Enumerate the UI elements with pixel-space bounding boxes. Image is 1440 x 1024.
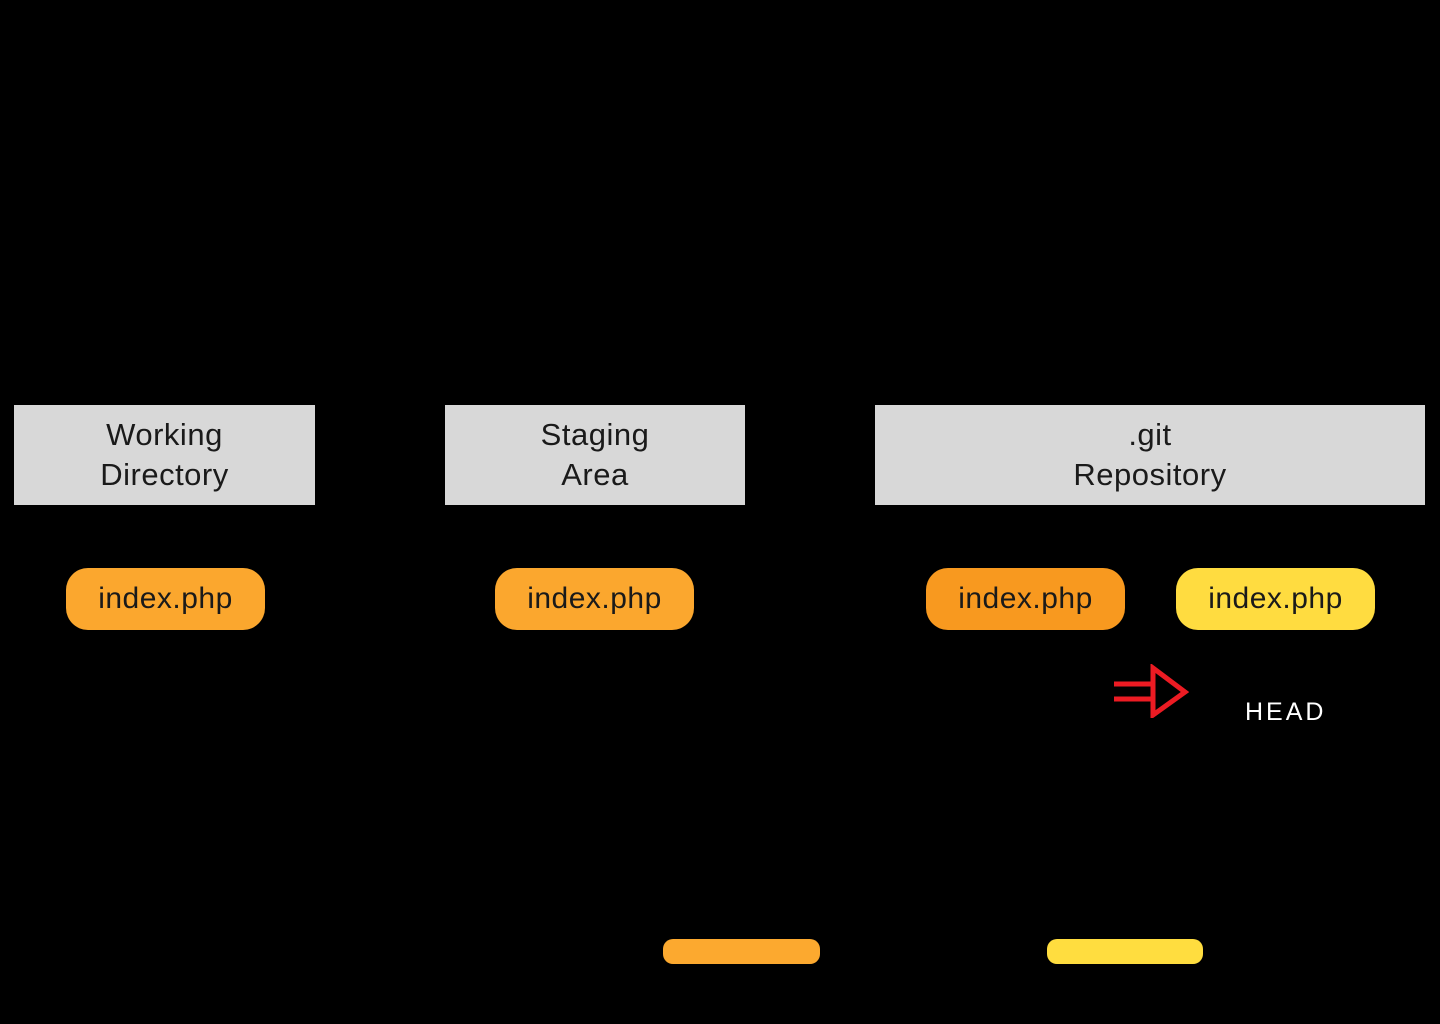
- section-title-line: Working: [106, 417, 223, 452]
- legend-swatch-yellow: [1047, 939, 1203, 964]
- head-arrow-icon: [1114, 664, 1189, 718]
- head-label: HEAD: [1245, 698, 1327, 726]
- section-header-git-repository: .git Repository: [875, 405, 1425, 505]
- section-header-working-directory: Working Directory: [14, 405, 315, 505]
- section-title-line: .git: [1128, 417, 1172, 452]
- file-pill-repository-committed: index.php: [1176, 568, 1375, 630]
- section-header-staging-area: Staging Area: [445, 405, 745, 505]
- file-pill-label: index.php: [958, 582, 1093, 615]
- section-title-line: Directory: [100, 457, 229, 492]
- section-title-line: Repository: [1073, 457, 1227, 492]
- file-pill-label: index.php: [98, 582, 233, 615]
- file-pill-working-directory: index.php: [66, 568, 265, 630]
- file-pill-label: index.php: [527, 582, 662, 615]
- file-pill-staging-area: index.php: [495, 568, 694, 630]
- file-pill-repository-staged: index.php: [926, 568, 1125, 630]
- section-title-line: Area: [561, 457, 629, 492]
- section-title-line: Staging: [540, 417, 650, 452]
- legend-swatch-orange: [663, 939, 820, 964]
- file-pill-label: index.php: [1208, 582, 1343, 615]
